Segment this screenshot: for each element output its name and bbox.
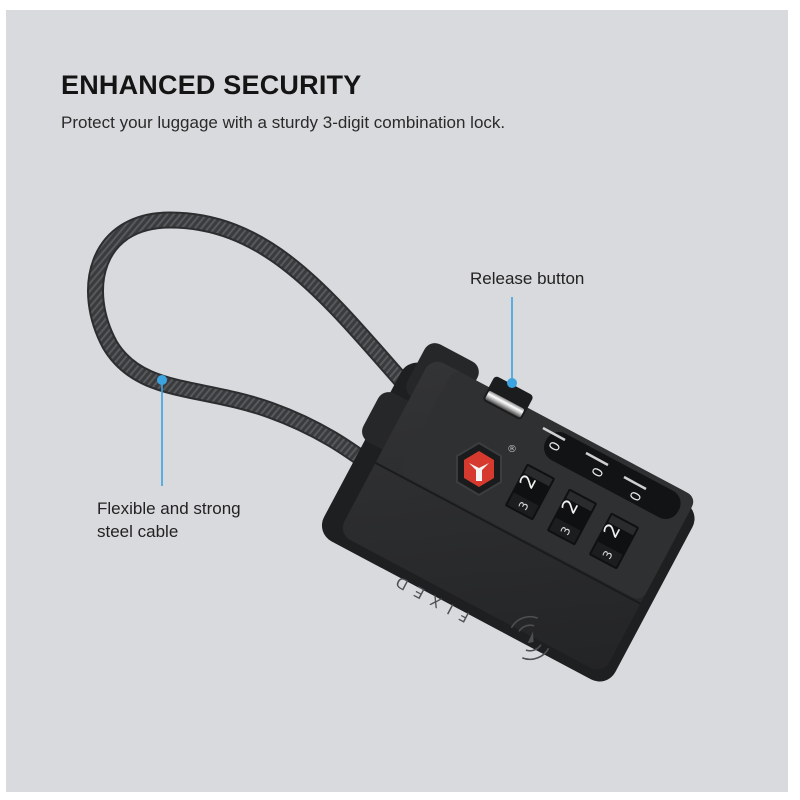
- release-button-label: Release button: [470, 269, 585, 288]
- combination-dial-3[interactable]: 2 3: [586, 511, 639, 570]
- cable-callout: [157, 375, 167, 486]
- combination-dial-1[interactable]: 2 3: [502, 462, 555, 521]
- release-button-callout: [507, 297, 517, 388]
- cable-label-line-1: Flexible and strong: [97, 499, 241, 518]
- steel-cable: [87, 211, 417, 475]
- registered-mark: ®: [507, 444, 517, 455]
- nfc-tracker-icon: [510, 615, 550, 661]
- cable-label-line-2: steel cable: [97, 522, 179, 541]
- lock-illustration: 0 0 0 ® 2 3 2 3: [87, 211, 695, 682]
- tsa-lock-icon: [456, 441, 502, 497]
- cable-label: Flexible and strong steel cable: [97, 497, 287, 543]
- lock-body: [321, 343, 695, 682]
- feature-panel: 0 0 0 ® 2 3 2 3: [6, 10, 788, 792]
- page-title: ENHANCED SECURITY: [61, 70, 362, 100]
- combination-dial-2[interactable]: 2 3: [544, 487, 597, 546]
- top-dial-ridges: [542, 426, 647, 491]
- release-button-icon[interactable]: [482, 375, 534, 420]
- page-subtitle: Protect your luggage with a sturdy 3-dig…: [61, 113, 506, 132]
